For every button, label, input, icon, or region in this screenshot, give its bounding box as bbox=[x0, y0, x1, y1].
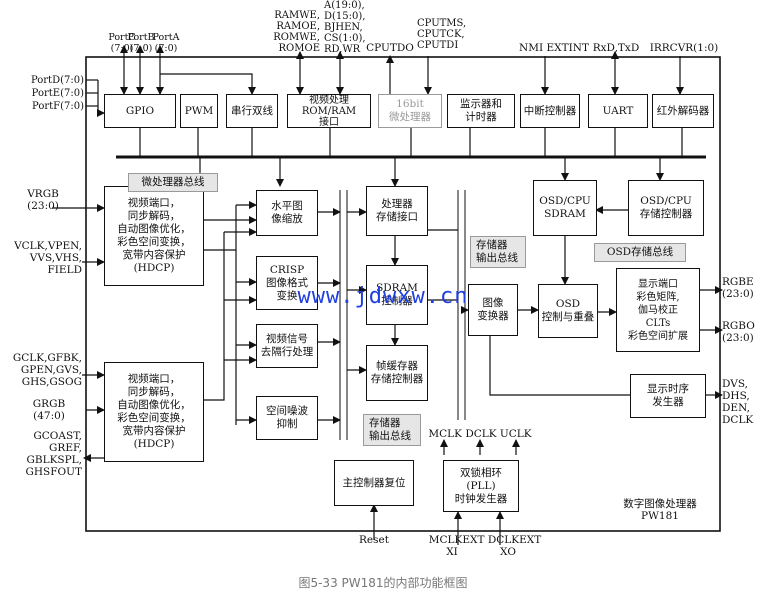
video-rom-ram-interface-block: 视频处理 ROM/RAM 接口 bbox=[287, 94, 371, 128]
frame-buffer-controller-block: 帧缓存器 存储控制器 bbox=[366, 345, 428, 401]
sdram-controller-label: SDRAM 控制器 bbox=[376, 282, 418, 307]
pin-grgb: GRGB (47:0) bbox=[32, 398, 66, 422]
ir-decoder-label: 红外解码器 bbox=[656, 104, 710, 117]
gpio-label: GPIO bbox=[125, 104, 155, 117]
serial-two-wire-label: 串行双线 bbox=[231, 104, 273, 117]
display-timing-block: 显示时序 发生器 bbox=[630, 374, 706, 418]
display-port-block: 显示端口 彩色矩阵, 伽马校正 CLTs 彩色空间扩展 bbox=[616, 268, 700, 352]
master-reset-block: 主控制器复位 bbox=[334, 460, 414, 506]
image-converter-label: 图像 变换器 bbox=[477, 297, 509, 322]
watermark: www.jdwxw.cn bbox=[297, 284, 469, 309]
osd-cpu-mem-controller-label: OSD/CPU 存储控制器 bbox=[639, 195, 693, 220]
osd-storage-bus-tag: OSD存储总线 bbox=[594, 243, 686, 262]
processor-mem-interface-block: 处理器 存储接口 bbox=[366, 186, 428, 236]
crisp-format-label: CRISP 图像格式 变换 bbox=[266, 263, 308, 302]
pin-portb: PortB (7:0) bbox=[127, 32, 155, 54]
pin-rgbo: RGBO (23:0) bbox=[722, 320, 755, 344]
video-rom-ram-interface-label: 视频处理 ROM/RAM 接口 bbox=[301, 94, 357, 128]
pin-cpu-jtag: CPUTMS, CPUTCK, CPUTDI bbox=[417, 18, 467, 51]
deinterlace-label: 视频信号 去隔行处理 bbox=[260, 333, 314, 358]
cpu-16bit-label: 16bit 微处理器 bbox=[389, 98, 431, 123]
osd-overlay-label: OSD 控制与重叠 bbox=[541, 298, 595, 323]
osd-cpu-sdram-block: OSD/CPU SDRAM bbox=[533, 180, 597, 236]
pin-porta: PortA (7:0) bbox=[152, 32, 180, 54]
uart-block: UART bbox=[588, 94, 648, 128]
video-port-2-block: 视频端口， 同步解码， 自动图像优化， 彩色空间变换， 宽带内容保护 (HDCP… bbox=[104, 362, 204, 462]
image-converter-block: 图像 变换器 bbox=[468, 284, 518, 336]
video-port-1-block: 视频端口， 同步解码， 自动图像优化， 彩色空间变换， 宽带内容保护 (HDCP… bbox=[104, 186, 204, 286]
pin-irrcvr: IRRCVR(1:0) bbox=[649, 42, 719, 54]
pin-xi: XI bbox=[446, 546, 458, 558]
pin-clock-outputs: MCLK DCLK UCLK bbox=[428, 428, 532, 440]
osd-cpu-sdram-label: OSD/CPU SDRAM bbox=[539, 195, 591, 220]
frame-buffer-controller-label: 帧缓存器 存储控制器 bbox=[370, 360, 424, 385]
pin-portc: PortC (7:0) bbox=[108, 32, 136, 54]
noise-reduction-label: 空间噪波 抑制 bbox=[266, 405, 308, 430]
pwm-label: PWM bbox=[184, 104, 214, 117]
master-reset-label: 主控制器复位 bbox=[342, 476, 406, 489]
pin-address-data: A(19:0), D(15:0), BJHEN, CS(1:0), RD,WR bbox=[324, 0, 366, 55]
mem-output-bus-tag-2: 存储器 输出总线 bbox=[363, 414, 421, 446]
pin-rgbe: RGBE (23:0) bbox=[722, 276, 754, 300]
pin-ext-clocks: MCLKEXT DCLKEXT bbox=[428, 534, 542, 546]
pin-gcoast-group: GCOAST, GREF, GBLKSPL, GHSFOUT bbox=[25, 430, 82, 478]
cpu-bus-tag: 微处理器总线 bbox=[128, 173, 218, 192]
display-timing-label: 显示时序 发生器 bbox=[647, 383, 689, 408]
interrupt-controller-block: 中断控制器 bbox=[520, 94, 580, 128]
pin-gclk-group: GCLK,GFBK, GPEN,GVS, GHS,GSOG bbox=[12, 352, 82, 388]
pin-rxd-txd: RxD,TxD bbox=[592, 42, 640, 54]
pin-reset: Reset bbox=[359, 534, 389, 546]
ir-decoder-block: 红外解码器 bbox=[652, 94, 714, 128]
display-port-label: 显示端口 彩色矩阵, 伽马校正 CLTs 彩色空间扩展 bbox=[628, 278, 688, 342]
sdram-controller-block: SDRAM 控制器 bbox=[366, 265, 428, 325]
osd-cpu-mem-controller-block: OSD/CPU 存储控制器 bbox=[628, 180, 704, 236]
noise-reduction-block: 空间噪波 抑制 bbox=[256, 396, 318, 440]
pin-nmi-extint: NMI EXTINT bbox=[519, 42, 589, 54]
horizontal-scaler-block: 水平图 像缩放 bbox=[256, 190, 318, 236]
interrupt-controller-label: 中断控制器 bbox=[523, 104, 577, 117]
serial-two-wire-block: 串行双线 bbox=[226, 94, 278, 128]
pin-port-def: PortD(7:0) PortE(7:0) PortF(7:0) bbox=[30, 75, 84, 112]
pll-clock-generator-block: 双锁相环 (PLL) 时钟发生器 bbox=[443, 460, 519, 512]
processor-mem-interface-label: 处理器 存储接口 bbox=[376, 198, 418, 223]
gpio-block: GPIO bbox=[104, 94, 176, 128]
pin-display-sync: DVS, DHS, DEN, DCLK bbox=[722, 378, 754, 426]
pll-clock-generator-label: 双锁相环 (PLL) 时钟发生器 bbox=[454, 466, 508, 505]
pwm-block: PWM bbox=[180, 94, 218, 128]
pin-vrgb: VRGB (23:0) bbox=[27, 188, 59, 212]
chip-title: 数字图像处理器 PW181 bbox=[623, 498, 697, 522]
horizontal-scaler-label: 水平图 像缩放 bbox=[271, 200, 303, 225]
pin-vclk-group: VCLK,VPEN, VVS,VHS, FIELD bbox=[14, 240, 82, 276]
mem-output-bus-tag-1: 存储器 输出总线 bbox=[470, 236, 526, 268]
uart-label: UART bbox=[602, 104, 634, 117]
crisp-format-block: CRISP 图像格式 变换 bbox=[256, 256, 318, 310]
deinterlace-block: 视频信号 去隔行处理 bbox=[256, 324, 318, 368]
video-port-1-label: 视频端口， 同步解码， 自动图像优化， 彩色空间变换， 宽带内容保护 (HDCP… bbox=[117, 197, 191, 274]
pin-ram-rom-control: RAMWE, RAMOE, ROMWE, ROMOE bbox=[273, 10, 320, 54]
figure-caption: 图5-33 PW181的内部功能框图 bbox=[298, 576, 468, 590]
monitor-timer-block: 监示器和 计时器 bbox=[447, 94, 515, 128]
pin-xo: XO bbox=[500, 546, 516, 558]
monitor-timer-label: 监示器和 计时器 bbox=[460, 98, 502, 123]
pin-cputdo: CPUTDO bbox=[366, 42, 414, 54]
video-port-2-label: 视频端口， 同步解码， 自动图像优化， 彩色空间变换， 宽带内容保护 (HDCP… bbox=[117, 373, 191, 450]
cpu-16bit-block: 16bit 微处理器 bbox=[378, 94, 442, 128]
osd-overlay-block: OSD 控制与重叠 bbox=[538, 284, 598, 338]
